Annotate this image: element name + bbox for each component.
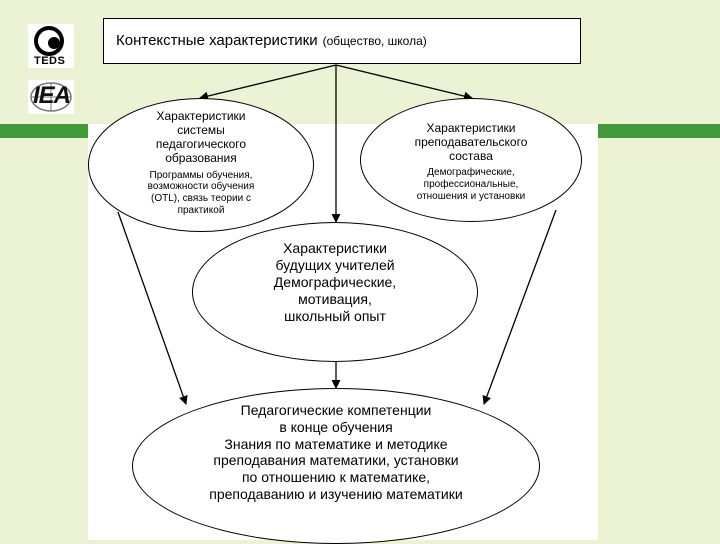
node-bottom-title-line: Педагогические компетенции [240, 402, 432, 418]
green-band-right [598, 124, 720, 138]
node-left-title-line: Характеристики [156, 109, 246, 123]
arrow-right-to-bottom [482, 209, 557, 405]
node-center-ellipse [192, 222, 478, 362]
node-right-body-line: Демографические, [427, 167, 515, 179]
node-right-text: Характеристики преподавательского состав… [370, 121, 572, 203]
arrow-left-to-bottom [117, 211, 188, 405]
node-center-body-line: Демографические, [273, 274, 397, 291]
node-bottom-title-line: в конце обучения [279, 418, 393, 435]
node-left-title: Характеристики системы педагогического о… [98, 109, 304, 166]
node-center-body-line: мотивация, [298, 291, 372, 308]
context-box-text: Контекстные характеристики (общество, шко… [116, 32, 427, 49]
iea-logo-mark [30, 82, 72, 112]
node-center-title: Характеристики будущих учителей [200, 240, 470, 274]
teds-logo-label: TEDS [34, 55, 66, 67]
node-left-body-line: возможности обучения [147, 181, 255, 193]
iea-logo [28, 80, 74, 114]
node-left-title-line: педагогического [155, 137, 247, 152]
node-left-title-line: образования [165, 151, 237, 166]
teds-logo [28, 24, 74, 68]
node-left-body-line: Программы обучения, [149, 169, 253, 181]
node-right-body-line: отношения и установки [416, 191, 526, 203]
node-center-body: Демографические, мотивация, школьный опы… [200, 274, 470, 325]
node-bottom-body: Знания по математике и методике преподав… [142, 436, 530, 503]
node-right-title-line: Характеристики [426, 121, 516, 135]
node-bottom-body-line: преподавания математики, установки [213, 452, 459, 469]
node-right-title-line: преподавательского [414, 135, 528, 150]
node-bottom-body-line: Знания по математике и методике [224, 435, 448, 452]
context-box-subtitle: (общество, школа) [322, 34, 427, 48]
node-center-text: Характеристики будущих учителей Демограф… [200, 240, 470, 325]
node-left-ellipse [88, 98, 314, 232]
teds-logo-mark [34, 26, 64, 56]
node-right-ellipse [360, 98, 582, 222]
node-bottom-title: Педагогические компетенции в конце обуче… [142, 402, 530, 436]
node-bottom-body-line: по отношению к математике, [241, 469, 431, 486]
node-left-body-line: (OTL), связь теории с [151, 193, 251, 205]
node-center-title-line: будущих учителей [275, 257, 395, 274]
context-box-title: Контекстные характеристики [116, 32, 318, 49]
node-center-body-line: школьный опыт [284, 308, 386, 325]
green-band-left [0, 124, 88, 138]
node-bottom-text: Педагогические компетенции в конце обуче… [142, 402, 530, 503]
context-box: Контекстные характеристики (общество, шко… [103, 18, 581, 64]
node-right-title-line: состава [449, 149, 493, 164]
node-center-title-line: Характеристики [283, 240, 387, 256]
node-right-body-line: профессиональные, [423, 179, 519, 191]
node-bottom-ellipse [132, 388, 540, 544]
arrow-context-to-right [335, 64, 473, 101]
node-right-title: Характеристики преподавательского состав… [370, 121, 572, 163]
node-left-text: Характеристики системы педагогического о… [98, 109, 304, 217]
node-left-body: Программы обучения, возможности обучения… [98, 170, 304, 217]
arrow-context-to-left [199, 64, 337, 101]
node-right-body: Демографические, профессиональные, отнош… [370, 167, 572, 202]
node-left-body-line: практикой [177, 205, 225, 217]
node-bottom-body-line: преподаванию и изучению математики [209, 485, 463, 502]
iea-logo-label: IEA [33, 82, 71, 109]
node-left-title-line: системы [177, 123, 225, 138]
